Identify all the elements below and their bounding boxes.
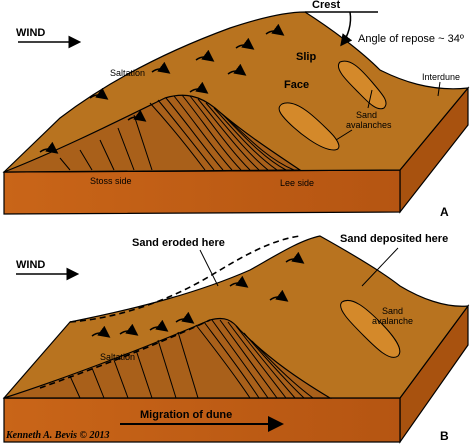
angle-label: Angle of repose ~ 34º [358, 33, 464, 45]
face-label: Face [284, 79, 309, 91]
cross-bedding-b [69, 319, 314, 399]
panel-letter-a: A [440, 205, 449, 219]
saltation-arrows-a [39, 23, 285, 154]
panel-letter-b: B [440, 429, 449, 443]
slip-label: Slip [296, 51, 316, 63]
interdune-label: Interdune [422, 72, 460, 82]
credit-text: Kenneth A. Bevis © 2013 [5, 430, 110, 441]
stoss-side-label: Stoss side [90, 176, 132, 186]
wind-label-a: WIND [16, 27, 45, 39]
avalanche-a-2 [278, 102, 340, 151]
saltation-arrows-b [91, 251, 305, 338]
block-a-front-face [3, 169, 401, 215]
angle-arc [340, 11, 353, 47]
sand-avalanche-label-1: Sand [382, 306, 403, 316]
avalanche-leader-a2 [335, 129, 353, 141]
sand-eroded-label: Sand eroded here [132, 237, 225, 249]
saltation-label-a: Saltation [110, 68, 145, 78]
wind-label-b: WIND [16, 259, 45, 271]
sand-avalanche-label-2: avalanche [372, 316, 413, 326]
avalanche-b [340, 300, 401, 358]
sand-avalanches-label-1: Sand [356, 110, 377, 120]
deposited-leader [361, 247, 399, 287]
avalanche-leader-a [367, 89, 373, 109]
avalanche-a-1 [338, 60, 387, 110]
cross-bedding-a [59, 94, 295, 171]
panel-b: WIND Sand eroded here Sand deposited her… [2, 233, 470, 444]
interdune-leader [437, 81, 441, 97]
sand-avalanches-label-2: avalanches [346, 120, 392, 130]
migration-label: Migration of dune [140, 409, 232, 421]
saltation-label-b: Saltation [100, 352, 135, 362]
sand-deposited-label: Sand deposited here [340, 233, 448, 245]
former-dune-outline [69, 235, 301, 323]
crest-label: Crest [312, 0, 340, 11]
lee-side-label: Lee side [280, 178, 314, 188]
eroded-leader [199, 249, 219, 287]
panel-a: WIND Crest Slip Face Angle of repose ~ 3… [2, 0, 470, 219]
